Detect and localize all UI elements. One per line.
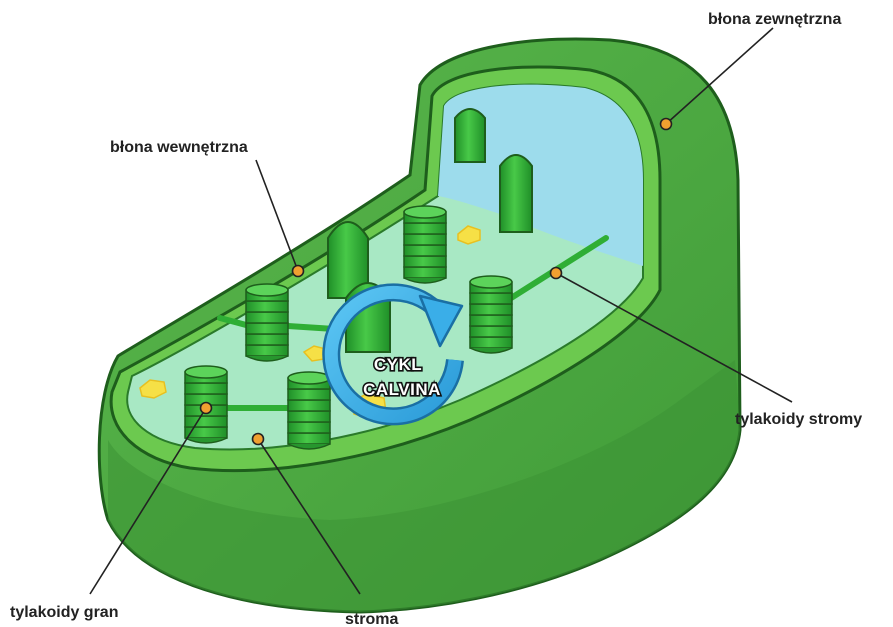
granum-stack (288, 372, 330, 449)
thylakoid-disc (288, 411, 330, 422)
thylakoid-disc (185, 383, 227, 394)
thylakoid-disc (404, 223, 446, 234)
granum-top (288, 372, 330, 384)
thylakoid-disc (404, 245, 446, 256)
thylakoid-disc (404, 267, 446, 278)
calvin-cycle-label-line2: CALVINA (363, 380, 441, 399)
thylakoid-disc (470, 326, 512, 337)
granum-top (185, 366, 227, 378)
label-stroma: stroma (345, 611, 398, 627)
lumen-thylakoid-2 (500, 155, 532, 232)
thylakoid-disc (246, 323, 288, 334)
label-stroma-thylakoids: tylakoidy stromy (735, 411, 862, 428)
thylakoid-disc (404, 256, 446, 267)
granum-stack (246, 284, 288, 361)
dot-stroma (253, 434, 264, 445)
granum-stack (404, 206, 446, 283)
dot-grana-thylakoids (201, 403, 212, 414)
thylakoid-disc (288, 400, 330, 411)
dot-inner-membrane (293, 266, 304, 277)
thylakoid-disc (404, 234, 446, 245)
thylakoid-disc (246, 301, 288, 312)
label-outer-membrane: błona zewnętrzna (708, 11, 841, 28)
dot-outer-membrane (661, 119, 672, 130)
thylakoid-disc (288, 422, 330, 433)
thylakoid-disc (246, 334, 288, 345)
dot-stroma-thylakoids (551, 268, 562, 279)
thylakoid-disc (185, 416, 227, 427)
thylakoid-disc (470, 293, 512, 304)
calvin-cycle-label-line1: CYKL (374, 355, 422, 374)
thylakoid-disc (288, 389, 330, 400)
granum-top (470, 276, 512, 288)
label-grana-thylakoids: tylakoidy gran (10, 604, 118, 621)
granum-top (404, 206, 446, 218)
thylakoid-disc (470, 315, 512, 326)
leader-inner-membrane (256, 160, 298, 271)
thylakoid-disc (246, 312, 288, 323)
lumen-thylakoid-1 (455, 109, 485, 162)
thylakoid-disc (470, 337, 512, 348)
label-inner-membrane: błona wewnętrzna (110, 139, 248, 156)
granum-top (246, 284, 288, 296)
granum-stack (470, 276, 512, 353)
thylakoid-disc (288, 433, 330, 444)
thylakoid-disc (246, 345, 288, 356)
thylakoid-disc (470, 304, 512, 315)
